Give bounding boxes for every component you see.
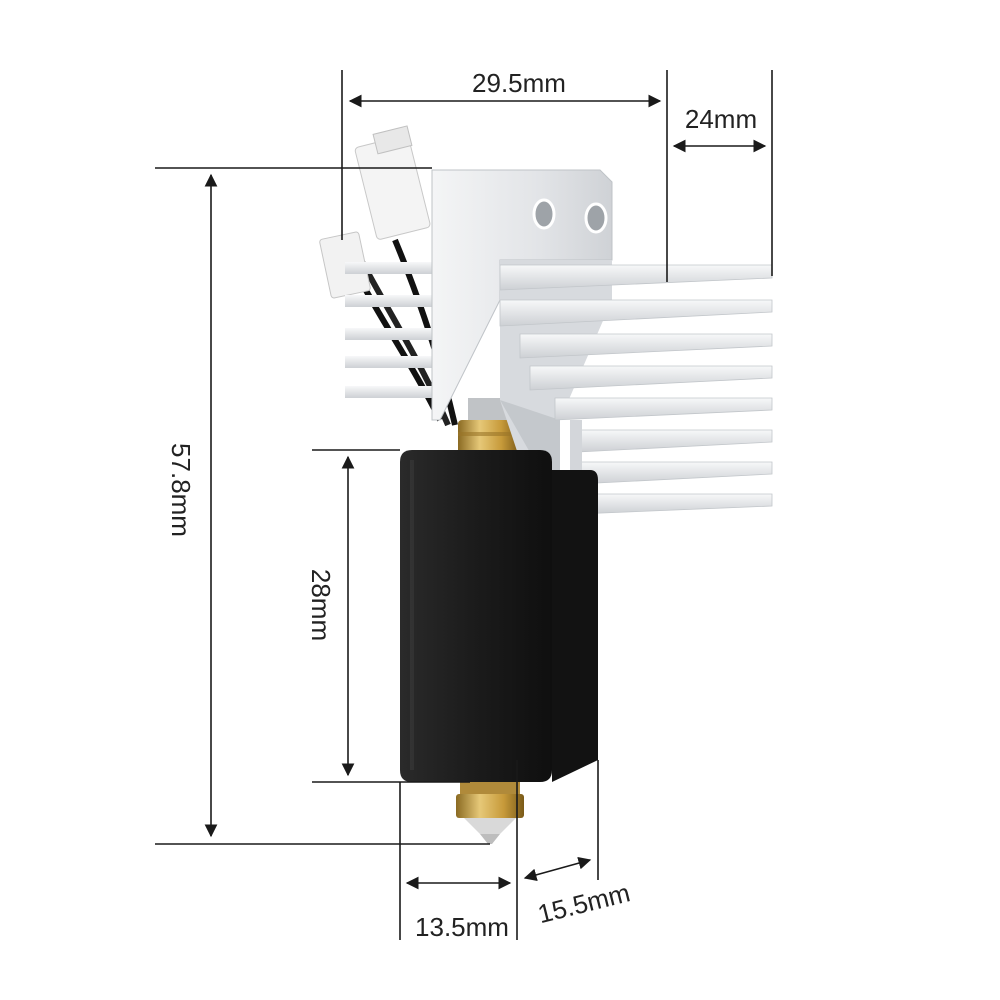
label-nozzle-offset: 13.5mm bbox=[415, 912, 509, 942]
dimension-lines bbox=[155, 70, 773, 940]
heater-block bbox=[400, 450, 598, 782]
heatsink-left-fins bbox=[345, 262, 440, 398]
mount-hole-left bbox=[532, 198, 556, 230]
label-block-depth: 15.5mm bbox=[535, 877, 633, 929]
label-heater-height: 28mm bbox=[306, 569, 336, 641]
hotend-assembly-icon bbox=[319, 125, 773, 844]
connector-plug-upper bbox=[354, 125, 431, 240]
dim-line-block-depth bbox=[523, 856, 592, 882]
heatsink-right-fins bbox=[499, 264, 773, 516]
label-total-height: 57.8mm bbox=[166, 443, 196, 537]
label-fin-depth: 24mm bbox=[685, 104, 757, 134]
nozzle bbox=[456, 782, 524, 844]
mount-hole-right bbox=[584, 202, 608, 234]
label-top-width: 29.5mm bbox=[472, 68, 566, 98]
